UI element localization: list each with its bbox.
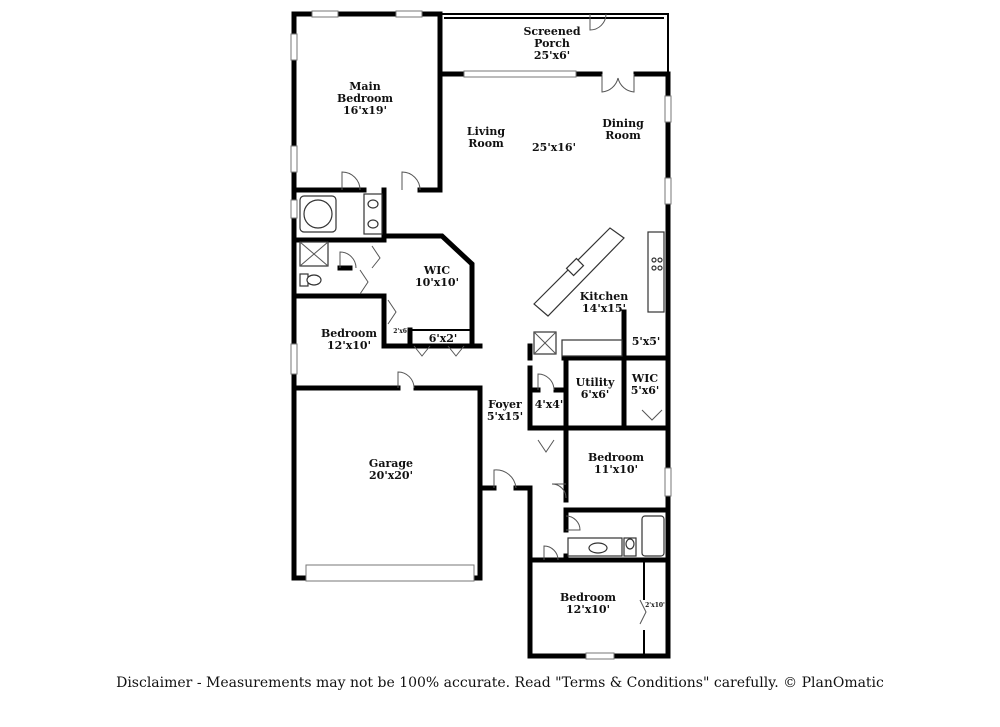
- living-dining-size: 25'x16': [532, 141, 576, 154]
- coat-closet-size: 4'x4': [535, 398, 564, 411]
- bedroom-east-name: Bedroom: [588, 451, 644, 464]
- kitchen-size: 14'x15': [582, 302, 626, 315]
- main-bedroom-name-2: Bedroom: [337, 92, 393, 105]
- screened-porch-name-1: Screened: [523, 25, 580, 38]
- hall-closet-size: 6'x2': [429, 332, 458, 345]
- room-labels: Screened Porch 25'x6' Main Bedroom 16'x1…: [321, 25, 665, 616]
- closet-south-size: 2'x10': [645, 602, 665, 609]
- garage-size: 20'x20': [369, 469, 413, 482]
- living-room-name-1: Living: [467, 125, 505, 138]
- bedroom-east-size: 11'x10': [594, 463, 638, 476]
- bedroom-south-size: 12'x10': [566, 603, 610, 616]
- kitchen-name: Kitchen: [580, 290, 629, 303]
- doors: [339, 13, 663, 625]
- wic-east-name: WIC: [631, 372, 658, 385]
- living-room-name-2: Room: [468, 137, 504, 150]
- bedroom-west-size: 12'x10': [327, 339, 371, 352]
- main-bedroom-size: 16'x19': [343, 104, 387, 117]
- wic-main-size: 10'x10': [415, 276, 459, 289]
- closet-west-size: 2'x6': [393, 328, 409, 335]
- fixtures: [299, 193, 665, 557]
- screened-porch-name-2: Porch: [534, 37, 570, 50]
- wic-east-size: 5'x6': [631, 384, 660, 397]
- dining-room-name-2: Room: [605, 129, 641, 142]
- garage-name: Garage: [369, 457, 413, 470]
- pantry-size: 5'x5': [632, 335, 661, 348]
- dining-room-name-1: Dining: [602, 117, 644, 130]
- utility-size: 6'x6': [581, 388, 610, 401]
- windows: [290, 10, 672, 660]
- bedroom-south-name: Bedroom: [560, 591, 616, 604]
- bedroom-west-name: Bedroom: [321, 327, 377, 340]
- main-bedroom-name-1: Main: [349, 80, 380, 93]
- screened-porch-size: 25'x6': [534, 49, 570, 62]
- disclaimer-text: Disclaimer - Measurements may not be 100…: [116, 675, 884, 691]
- foyer-name: Foyer: [488, 398, 522, 411]
- utility-name: Utility: [576, 376, 615, 389]
- foyer-size: 5'x15': [487, 410, 523, 423]
- wic-main-name: WIC: [423, 264, 450, 277]
